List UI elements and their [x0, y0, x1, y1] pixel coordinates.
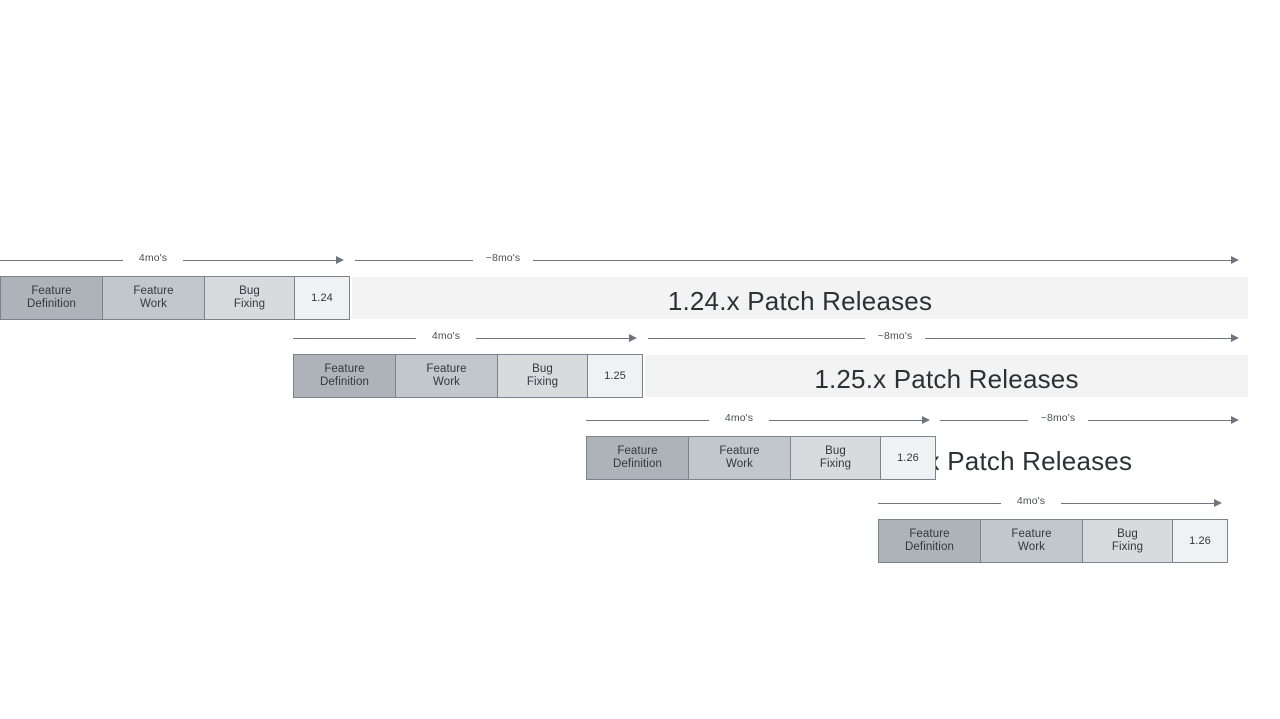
phase-boxes-124: Feature Definition Feature Work Bug Fixi…: [0, 276, 350, 320]
patch-arrow-124: ~8mo's: [355, 251, 1240, 269]
dev-arrow-125: 4mo's: [293, 329, 638, 347]
patch-band-label-124: 1.24.x Patch Releases: [667, 286, 933, 316]
phase-boxes-126: Feature Definition Feature Work Bug Fixi…: [586, 436, 936, 480]
arrow-head-icon: [1231, 416, 1239, 424]
patch-band-125: [645, 355, 1248, 397]
phase-box-feature-work: Feature Work: [688, 436, 791, 480]
phase-box-bug-fixing: Bug Fixing: [204, 276, 295, 320]
phase-label: Feature Work: [133, 285, 174, 310]
dev-arrow-124: 4mo's: [0, 251, 345, 269]
dev-arrow-label-124: 4mo's: [138, 252, 168, 264]
arrow-line-right: [476, 338, 630, 339]
phase-label: Feature Definition: [613, 445, 662, 470]
patch-arrow-126: ~8mo's: [940, 411, 1240, 429]
version-label: 1.26: [1189, 534, 1211, 547]
version-box-126: 1.26: [880, 436, 936, 480]
arrow-line-left: [940, 420, 1028, 421]
dev-arrow-label-127: 4mo's: [1016, 495, 1046, 507]
patch-band-label-125: 1.25.x Patch Releases: [814, 364, 1079, 394]
phase-box-feature-definition: Feature Definition: [878, 519, 981, 563]
phase-label: Feature Definition: [905, 528, 954, 553]
phase-box-feature-definition: Feature Definition: [293, 354, 396, 398]
dev-arrow-label-125: 4mo's: [431, 330, 461, 342]
arrow-head-icon: [1214, 499, 1222, 507]
phase-label: Bug Fixing: [526, 363, 559, 388]
phase-box-bug-fixing: Bug Fixing: [1082, 519, 1173, 563]
dev-arrow-label-126: 4mo's: [724, 412, 754, 424]
version-label: 1.25: [604, 369, 626, 382]
arrow-line-right: [1088, 420, 1232, 421]
arrow-line-left: [293, 338, 416, 339]
phase-label: Bug Fixing: [233, 285, 266, 310]
phase-boxes-127: Feature Definition Feature Work Bug Fixi…: [878, 519, 1228, 563]
patch-band-124: [352, 277, 1248, 319]
arrow-line-left: [878, 503, 1001, 504]
arrow-line-left: [0, 260, 123, 261]
phase-label: Bug Fixing: [1111, 528, 1144, 553]
arrow-line-right: [183, 260, 337, 261]
phase-label: Bug Fixing: [819, 445, 852, 470]
phase-label: Feature Work: [1011, 528, 1052, 553]
phase-box-feature-work: Feature Work: [980, 519, 1083, 563]
arrow-head-icon: [922, 416, 930, 424]
version-label: 1.24: [311, 291, 333, 304]
phase-boxes-125: Feature Definition Feature Work Bug Fixi…: [293, 354, 643, 398]
version-label: 1.26: [897, 451, 919, 464]
phase-box-feature-work: Feature Work: [395, 354, 498, 398]
patch-arrow-125: ~8mo's: [648, 329, 1240, 347]
arrow-head-icon: [336, 256, 344, 264]
version-box-124: 1.24: [294, 276, 350, 320]
arrow-line-left: [586, 420, 709, 421]
dev-arrow-126: 4mo's: [586, 411, 931, 429]
patch-arrow-label-124: ~8mo's: [485, 252, 521, 264]
arrow-line-left: [355, 260, 473, 261]
arrow-line-right: [769, 420, 923, 421]
phase-label: Feature Definition: [320, 363, 369, 388]
arrow-line-right: [1061, 503, 1215, 504]
dev-arrow-127: 4mo's: [878, 494, 1223, 512]
arrow-head-icon: [1231, 256, 1239, 264]
arrow-line-right: [925, 338, 1232, 339]
patch-arrow-label-126: ~8mo's: [1040, 412, 1076, 424]
phase-box-feature-definition: Feature Definition: [0, 276, 103, 320]
version-box-127: 1.26: [1172, 519, 1228, 563]
arrow-line-right: [533, 260, 1232, 261]
phase-label: Feature Definition: [27, 285, 76, 310]
version-box-125: 1.25: [587, 354, 643, 398]
patch-arrow-label-125: ~8mo's: [877, 330, 913, 342]
phase-box-feature-definition: Feature Definition: [586, 436, 689, 480]
arrow-head-icon: [1231, 334, 1239, 342]
arrow-head-icon: [629, 334, 637, 342]
phase-label: Feature Work: [719, 445, 760, 470]
phase-box-bug-fixing: Bug Fixing: [497, 354, 588, 398]
phase-label: Feature Work: [426, 363, 467, 388]
phase-box-feature-work: Feature Work: [102, 276, 205, 320]
phase-box-bug-fixing: Bug Fixing: [790, 436, 881, 480]
arrow-line-left: [648, 338, 865, 339]
